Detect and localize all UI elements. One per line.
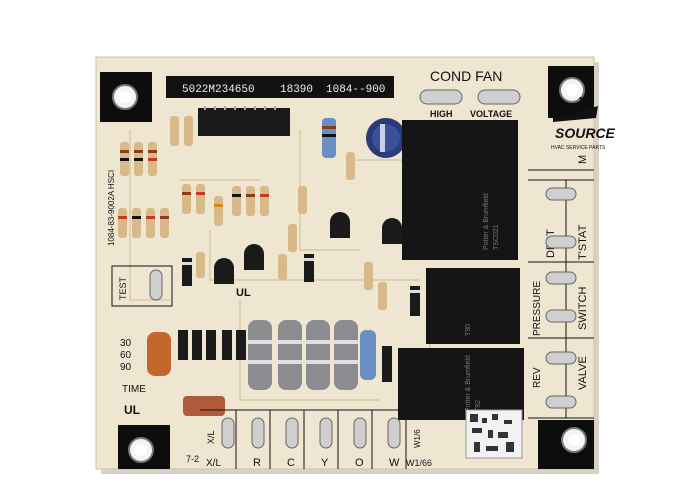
power-resistors	[248, 320, 376, 390]
electrolytic-capacitor	[366, 118, 406, 158]
terminal-w166-top: W1/6	[413, 429, 422, 448]
relay-bottom: Potter & Brumfield T92	[398, 348, 524, 420]
terminal-y: Y	[321, 457, 329, 469]
relay-middle: T90	[426, 268, 520, 344]
label-switch: SWITCH	[577, 287, 589, 330]
test-terminal	[149, 269, 163, 301]
part-number-bar	[166, 76, 394, 98]
label-m: M	[577, 155, 589, 164]
cond-fan-label: COND FAN	[430, 68, 502, 84]
resistors-misc	[170, 116, 387, 310]
time-value-30: 30	[120, 338, 132, 349]
terminal-xl-top: X/L	[206, 430, 216, 444]
transistors	[214, 212, 402, 284]
label-rev: REV	[532, 367, 543, 388]
right-terminal-strip	[528, 169, 594, 419]
terminal-r: R	[253, 457, 261, 469]
mount-hole-top-left	[100, 72, 152, 122]
mount-hole-bottom-left	[118, 425, 170, 469]
logo-tagline: HVAC SERVICE PARTS	[551, 145, 606, 151]
bottom-spade-terminals	[221, 417, 401, 449]
terminal-o: O	[355, 457, 364, 469]
ic-chip	[198, 108, 290, 136]
resistor-array-mid-left	[118, 208, 169, 238]
ul-mark-icon-2: UL	[124, 403, 140, 417]
blue-resistor	[322, 118, 336, 158]
resistor-array-top-left	[120, 142, 157, 176]
right-spade-terminals	[545, 187, 577, 409]
source-logo: SOURCE HVAC SERVICE PARTS 1	[551, 96, 616, 151]
terminal-c: C	[287, 457, 295, 469]
resistor-array-center	[182, 184, 269, 226]
label-valve: VALVE	[577, 356, 589, 390]
svg-text:UL: UL	[124, 403, 140, 417]
time-value-90: 90	[120, 362, 132, 373]
side-marking: 1084-83-9002A HSCI	[107, 170, 116, 246]
code-1084-900: 1084--900	[326, 84, 385, 96]
code-18390: 18390	[280, 84, 313, 96]
test-box	[111, 265, 173, 307]
svg-text:TSC021: TSC021	[493, 224, 500, 250]
time-label: TIME	[122, 384, 146, 395]
terminal-w: W	[389, 457, 400, 469]
diodes	[178, 254, 420, 382]
logo-number: 1	[578, 96, 584, 107]
label-pressure: PRESSURE	[532, 281, 543, 336]
relay-top: TSC021 Potter & Brumfield	[402, 120, 518, 260]
qr-code	[470, 414, 514, 452]
ic-pins	[204, 106, 276, 110]
svg-text:T92: T92	[475, 400, 482, 412]
time-value-60: 60	[120, 350, 132, 361]
logo-name: SOURCE	[555, 125, 616, 141]
svg-text:Potter & Brumfield: Potter & Brumfield	[465, 355, 472, 412]
voltage-label: VOLTAGE	[470, 109, 512, 119]
timing-capacitor	[147, 332, 171, 376]
test-label: TEST	[118, 276, 128, 300]
ul-mark-icon: UL	[236, 287, 251, 299]
cond-fan-terminal-2	[477, 89, 521, 105]
cond-fan-terminal-1	[419, 89, 463, 105]
part-number: 5022M234650	[182, 84, 255, 96]
terminal-w166: W1/66	[406, 458, 432, 468]
bottom-terminal-strip	[200, 409, 430, 469]
svg-text:UL: UL	[236, 287, 251, 299]
high-label: HIGH	[430, 109, 453, 119]
mount-hole-bottom-right	[538, 420, 594, 469]
ceramic-capacitor	[183, 396, 225, 416]
bottom-left-code: 7-2	[186, 454, 199, 464]
svg-text:Potter & Brumfield: Potter & Brumfield	[483, 193, 490, 250]
terminal-xl: X/L	[206, 458, 221, 469]
label-tstat: T'STAT	[577, 224, 589, 260]
svg-text:T90: T90	[465, 324, 472, 336]
